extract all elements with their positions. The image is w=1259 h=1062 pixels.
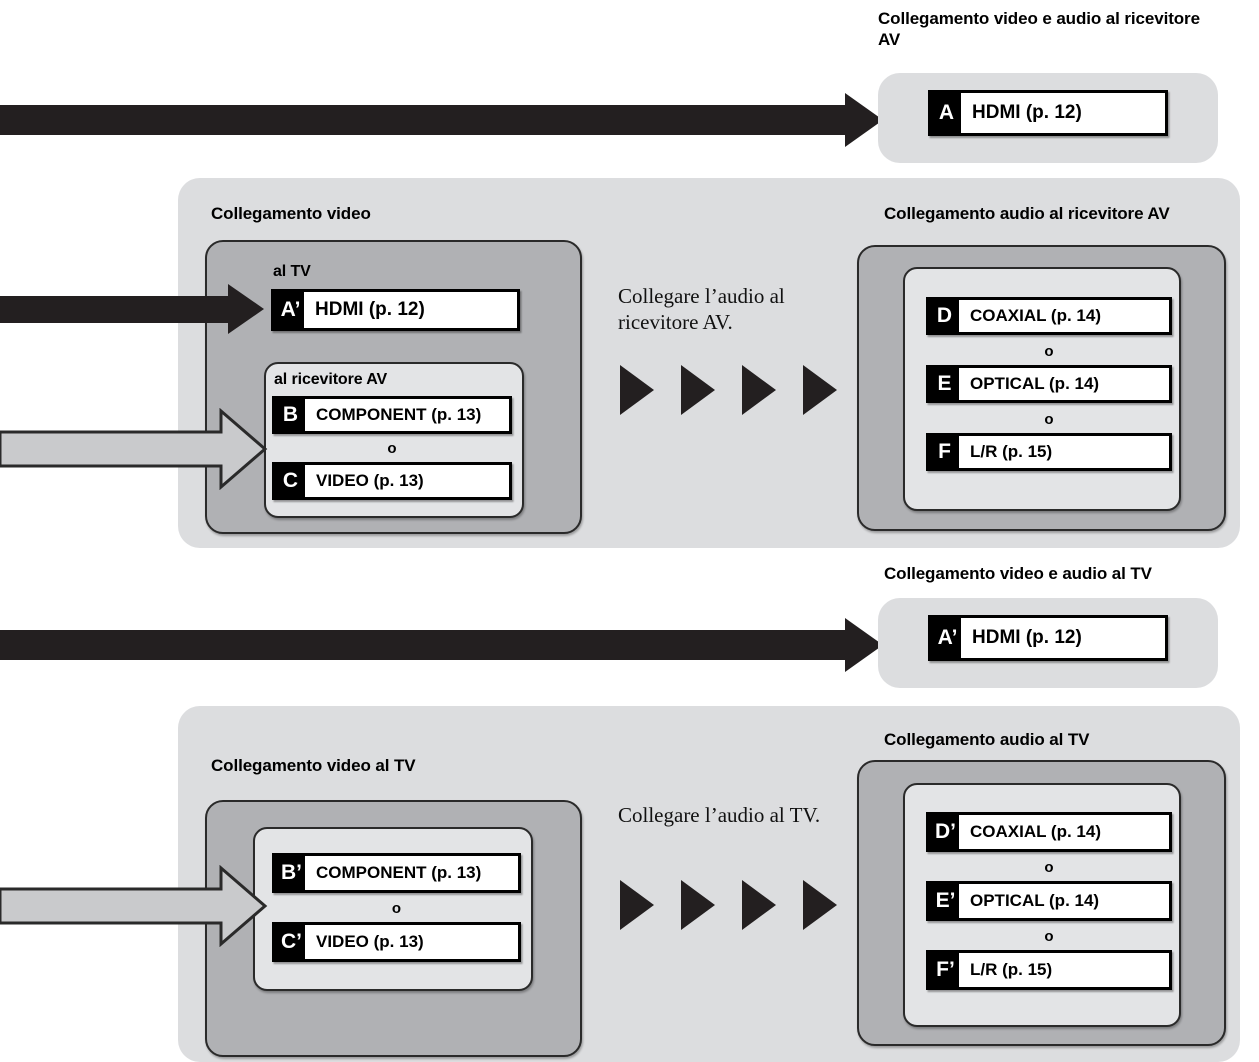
tag-label-b: B bbox=[275, 399, 305, 431]
connector-label-a-prime: HDMI (p. 12) bbox=[315, 299, 425, 320]
chevron-icon-3 bbox=[742, 365, 776, 415]
arrow-black-tv-shaft bbox=[0, 630, 845, 660]
arrow-black-top-shaft bbox=[0, 105, 845, 135]
tag-label-d-prime: D’ bbox=[929, 815, 959, 849]
arrow-gray-tv bbox=[0, 865, 268, 947]
heading-collegamento-video-tv: Collegamento video al TV bbox=[211, 756, 416, 775]
chevron-icon-7 bbox=[742, 880, 776, 930]
tag-label-e-prime: E’ bbox=[929, 884, 959, 918]
chevron-icon-6 bbox=[681, 880, 715, 930]
tag-label-a-prime: A’ bbox=[274, 292, 304, 328]
connector-row-c-prime[interactable]: C’ VIDEO (p. 13) bbox=[272, 922, 521, 962]
arrow-gray-av bbox=[0, 408, 268, 490]
arrow-black-av-head bbox=[228, 284, 264, 334]
connector-row-a-prime-top[interactable]: A’ HDMI (p. 12) bbox=[271, 289, 520, 331]
separator-o-audio-tv-2: o bbox=[1044, 928, 1054, 945]
tag-label-c-prime: C’ bbox=[275, 925, 305, 959]
connector-label-b-prime: COMPONENT (p. 13) bbox=[316, 863, 482, 882]
tag-label-b-prime: B’ bbox=[275, 856, 305, 890]
connector-row-f-prime[interactable]: F’ L/R (p. 15) bbox=[926, 950, 1172, 990]
tag-label-d: D bbox=[929, 300, 959, 332]
instruction-connect-audio-tv: Collegare l’audio al TV. bbox=[618, 803, 821, 827]
separator-o-video-tv: o bbox=[391, 900, 402, 917]
heading-audio-receiver: Collegamento audio al ricevitore AV bbox=[884, 204, 1170, 223]
separator-o-audio-av-2: o bbox=[1044, 411, 1054, 428]
connector-row-e[interactable]: E OPTICAL (p. 14) bbox=[926, 365, 1172, 403]
connector-label-e: OPTICAL (p. 14) bbox=[970, 374, 1100, 393]
separator-o-audio-av-1: o bbox=[1044, 343, 1054, 360]
connector-label-a: HDMI (p. 12) bbox=[972, 102, 1082, 123]
connector-row-c[interactable]: C VIDEO (p. 13) bbox=[272, 462, 512, 500]
arrow-black-tv-head bbox=[845, 618, 883, 672]
heading-audio-tv: Collegamento audio al TV bbox=[884, 730, 1090, 749]
chevron-icon-8 bbox=[803, 880, 837, 930]
connector-label-b: COMPONENT (p. 13) bbox=[316, 405, 482, 424]
arrow-black-av-shaft bbox=[0, 296, 228, 323]
tag-label-f: F bbox=[929, 436, 959, 468]
connector-label-f: L/R (p. 15) bbox=[970, 442, 1053, 461]
tag-label-a-prime-tv: A’ bbox=[931, 618, 961, 658]
connector-row-a-prime-tv[interactable]: A’ HDMI (p. 12) bbox=[928, 615, 1168, 661]
tag-label-a: A bbox=[931, 93, 961, 133]
connector-label-a-prime-tv: HDMI (p. 12) bbox=[972, 627, 1082, 648]
chevron-icon-5 bbox=[620, 880, 654, 930]
connector-label-c: VIDEO (p. 13) bbox=[316, 471, 424, 490]
connector-label-d-prime: COAXIAL (p. 14) bbox=[970, 822, 1101, 841]
connector-row-a[interactable]: A HDMI (p. 12) bbox=[928, 90, 1168, 136]
connector-row-d[interactable]: D COAXIAL (p. 14) bbox=[926, 297, 1172, 335]
connector-row-b-prime[interactable]: B’ COMPONENT (p. 13) bbox=[272, 853, 521, 893]
connector-label-e-prime: OPTICAL (p. 14) bbox=[970, 891, 1100, 910]
subheading-al-ricevitore-av: al ricevitore AV bbox=[274, 371, 388, 388]
subheading-al-tv: al TV bbox=[273, 263, 311, 280]
tag-label-c: C bbox=[275, 465, 305, 497]
connector-row-d-prime[interactable]: D’ COAXIAL (p. 14) bbox=[926, 812, 1172, 852]
separator-o-video-av: o bbox=[387, 440, 397, 457]
instruction-connect-audio-receiver: Collegare l’audio al ricevitore AV. bbox=[618, 284, 785, 334]
chevron-icon-2 bbox=[681, 365, 715, 415]
connector-row-b[interactable]: B COMPONENT (p. 13) bbox=[272, 396, 512, 434]
tag-label-f-prime: F’ bbox=[929, 953, 959, 987]
separator-o-audio-tv-1: o bbox=[1044, 859, 1054, 876]
connector-row-f[interactable]: F L/R (p. 15) bbox=[926, 433, 1172, 471]
chevron-icon-4 bbox=[803, 365, 837, 415]
tag-label-e: E bbox=[929, 368, 959, 400]
arrow-black-top-head bbox=[845, 93, 883, 147]
connector-label-d: COAXIAL (p. 14) bbox=[970, 306, 1101, 325]
connector-label-c-prime: VIDEO (p. 13) bbox=[316, 932, 424, 951]
chevron-icon-1 bbox=[620, 365, 654, 415]
heading-video-audio-tv: Collegamento video e audio al TV bbox=[884, 564, 1152, 583]
connector-label-f-prime: L/R (p. 15) bbox=[970, 960, 1053, 979]
heading-collegamento-video: Collegamento video bbox=[211, 204, 371, 223]
heading-video-audio-receiver: Collegamento video e audio al ricevitore… bbox=[878, 9, 1200, 49]
connector-row-e-prime[interactable]: E’ OPTICAL (p. 14) bbox=[926, 881, 1172, 921]
